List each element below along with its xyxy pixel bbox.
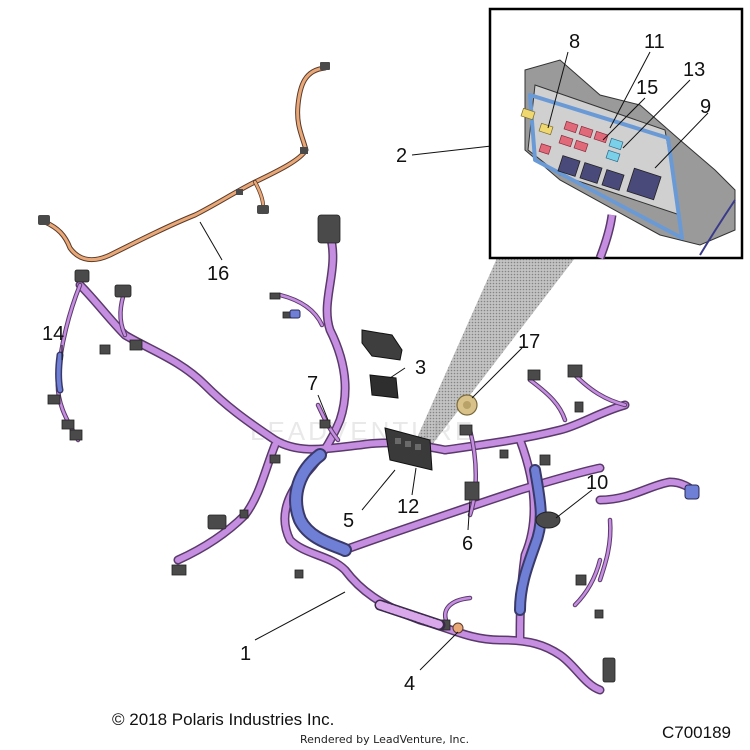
- callout-3: 3: [415, 357, 426, 379]
- grommet: [456, 394, 478, 416]
- callout-9: 9: [700, 96, 711, 118]
- callout-14: 14: [42, 323, 64, 345]
- blue-plug-ends: [289, 309, 700, 500]
- callout-6: 6: [462, 533, 473, 555]
- callout-5: 5: [343, 510, 354, 532]
- callout-4: 4: [404, 673, 415, 695]
- zoom-cone: [416, 258, 575, 450]
- callout-7: 7: [307, 373, 318, 395]
- diagram-code: C700189: [662, 723, 732, 742]
- callout-10: 10: [586, 472, 608, 494]
- rendered-by-text: Rendered by LeadVenture, Inc.: [300, 733, 470, 746]
- harness-blue-conduit: [55, 351, 547, 616]
- detail-inset: [488, 7, 744, 260]
- callout-1: 1: [240, 643, 251, 665]
- leader-lines: [61, 144, 593, 671]
- harness-main: [55, 230, 700, 695]
- callout-13: 13: [683, 59, 705, 81]
- callout-12: 12: [397, 496, 419, 518]
- harness-sleeve: [374, 599, 464, 634]
- callout-17: 17: [518, 331, 540, 353]
- relay-fuse-block: [384, 427, 433, 471]
- callout-8: 8: [569, 31, 580, 53]
- copyright-text: © 2018 Polaris Industries Inc.: [112, 710, 335, 729]
- callout-labels: 1 2 3 4 5 6 7 8 9 10 11 12 13 14 15 16 1…: [42, 31, 711, 695]
- callout-2: 2: [396, 145, 407, 167]
- orange-connectors: [38, 62, 330, 225]
- harness-orange: [42, 65, 328, 263]
- callout-15: 15: [636, 77, 658, 99]
- harness-connectors: [47, 214, 616, 683]
- callout-11: 11: [644, 31, 665, 53]
- fuse-box-cover: [361, 329, 403, 399]
- grommet-10: [535, 511, 561, 529]
- callout-16: 16: [207, 263, 229, 285]
